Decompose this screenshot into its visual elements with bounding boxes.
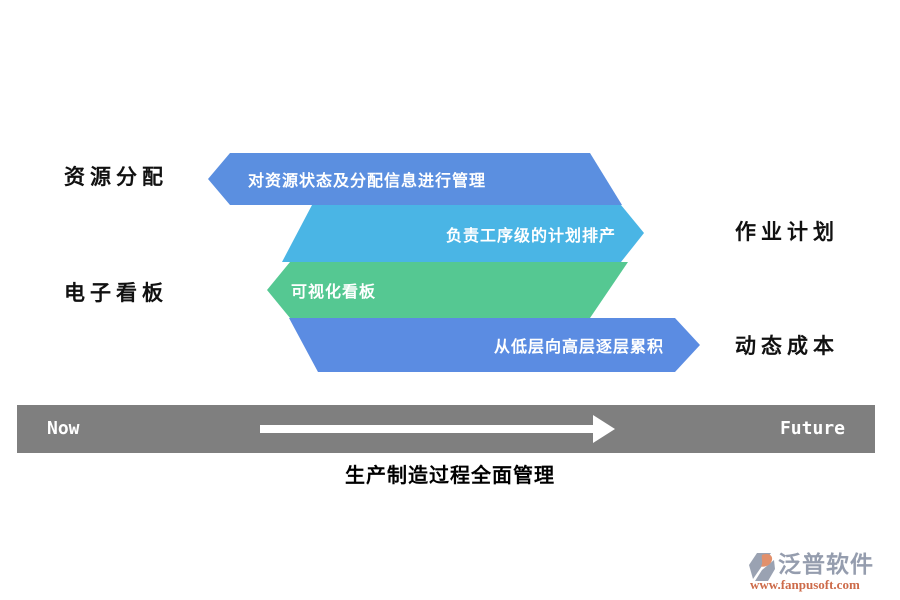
ribbon-band-process-scheduling: 负责工序级的计划排产 xyxy=(282,205,644,262)
brand-name: 泛普软件 xyxy=(778,551,874,577)
right-arrow-icon xyxy=(593,415,615,443)
ribbon-band-text: 可视化看板 xyxy=(291,284,377,301)
diagram-caption: 生产制造过程全面管理 xyxy=(345,465,555,487)
ribbon-band-text: 对资源状态及分配信息进行管理 xyxy=(248,173,487,190)
ribbon-band-cost-accumulation: 从低层向高层逐层累积 xyxy=(289,318,700,372)
right-arrow-icon xyxy=(260,425,593,433)
label-resource-allocation: 资源分配 xyxy=(64,166,168,189)
label-electronic-kanban: 电子看板 xyxy=(64,282,168,305)
timeline-bar: Now Future xyxy=(17,405,875,453)
fanpu-logo-icon xyxy=(749,553,775,581)
timeline-start-label: Now xyxy=(47,418,80,439)
ribbon-band-visual-kanban: 可视化看板 xyxy=(267,262,628,318)
label-dynamic-cost: 动态成本 xyxy=(735,335,839,358)
ribbon-band-text: 负责工序级的计划排产 xyxy=(445,227,616,245)
timeline-end-label: Future xyxy=(779,418,845,439)
ribbon-band-resource-management: 对资源状态及分配信息进行管理 xyxy=(208,153,622,205)
ribbon-band-text: 从低层向高层逐层累积 xyxy=(493,339,664,356)
fanpu-watermark: 泛普软件 www.fanpusoft.com xyxy=(746,550,896,596)
brand-url: www.fanpusoft.com xyxy=(750,577,860,592)
label-job-planning: 作业计划 xyxy=(735,221,839,244)
